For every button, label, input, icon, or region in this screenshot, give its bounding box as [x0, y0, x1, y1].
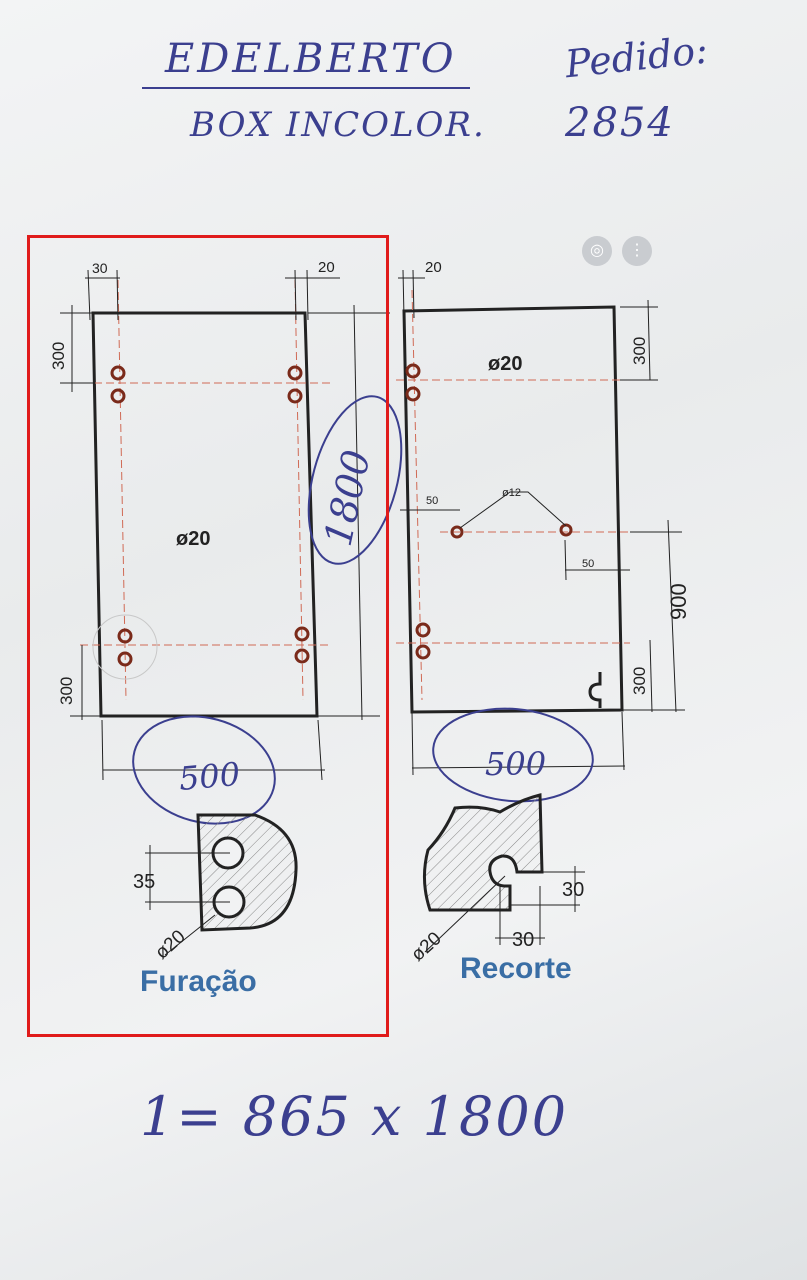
hole [110, 388, 126, 404]
dim-left-offset: 30 [92, 260, 108, 276]
detail-recorte: 30 30 ø20 [407, 793, 585, 966]
left-panel: 30 20 300 300 ø20 1800 500 [49, 259, 403, 825]
lens-icon[interactable]: ◎ [582, 236, 612, 266]
left-width: 500 [177, 755, 241, 798]
dim-30-right: 30 [562, 879, 584, 901]
hole [415, 644, 431, 660]
hole [287, 365, 303, 381]
caption-furacao: Furação [140, 965, 257, 998]
right-dim-top: 300 [630, 337, 649, 365]
more-icon[interactable]: ⋮ [622, 236, 652, 266]
right-dim-left-offset: 20 [425, 259, 442, 276]
right-hole-diameter: ø20 [488, 353, 522, 375]
dimension-formula: 1= 865 x 1800 [140, 1085, 569, 1148]
hole [287, 388, 303, 404]
dim-50-left: 50 [426, 495, 438, 507]
dim-35: 35 [133, 871, 155, 893]
hole [405, 363, 421, 379]
hole [117, 628, 133, 644]
recorte-diameter: ø20 [407, 928, 445, 966]
dim-top: 300 [49, 342, 68, 370]
hole [559, 523, 573, 537]
right-dim-bottom: 300 [630, 667, 649, 695]
right-centerlines [396, 289, 660, 701]
order-number: 2854 [565, 100, 675, 146]
hole [405, 386, 421, 402]
left-hole-diameter: ø20 [176, 528, 210, 550]
customer-underline [142, 87, 470, 89]
hole [110, 365, 126, 381]
dim-900: 900 [666, 583, 691, 620]
cutout-notch [588, 672, 602, 708]
dim-30-bottom: 30 [512, 929, 534, 951]
right-panel: 20 300 ø20 ø12 50 50 900 300 500 [396, 259, 691, 803]
left-panel-outline [91, 311, 319, 718]
hole [294, 626, 310, 642]
left-holes [110, 365, 310, 667]
hole [117, 651, 133, 667]
product-name: BOX INCOLOR. [190, 105, 486, 145]
viewer-icons: ◎ ⋮ [582, 236, 652, 266]
dim-50-right: 50 [582, 558, 594, 570]
right-width: 500 [485, 745, 546, 783]
dim-bottom: 300 [57, 677, 76, 705]
dim-right-offset: 20 [318, 259, 335, 276]
hole [415, 622, 431, 638]
hole [450, 525, 464, 539]
caption-recorte: Recorte [460, 952, 572, 985]
hole [294, 648, 310, 664]
customer-name: EDELBERTO [165, 36, 457, 82]
small-hole-diameter: ø12 [502, 487, 521, 499]
selection-highlight-box [27, 235, 389, 1037]
right-holes [405, 363, 573, 660]
